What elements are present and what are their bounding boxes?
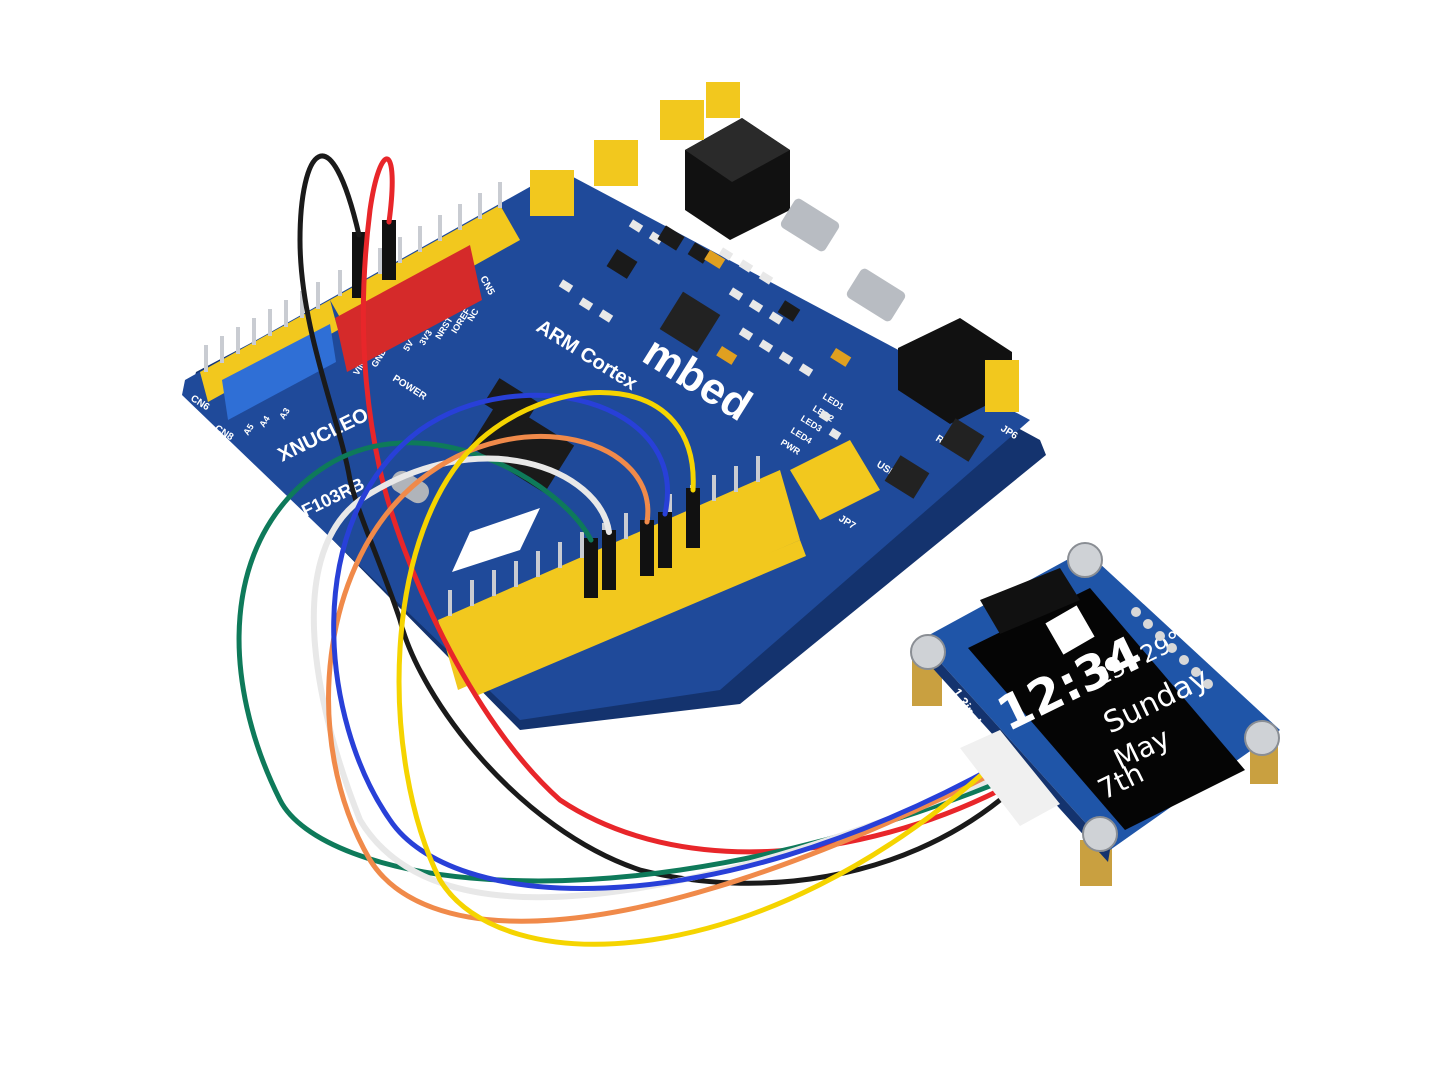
jumpers-top [530,82,740,216]
ws-logo-icon [1045,605,1095,655]
screw-4 [1082,816,1118,852]
header-cn7 [438,456,806,696]
smd-components [558,219,842,441]
wire-yellow [396,390,1003,947]
jumper-1 [530,170,574,216]
screw-1 [910,634,946,670]
mcu-chip-small [659,291,721,353]
wire-red [360,156,1003,855]
jtag-header [898,318,1012,424]
user-button [884,455,930,499]
st-logo [452,508,540,572]
wire-orange [326,434,1003,924]
jp2-label: JP2 [651,166,669,187]
reset-button [939,418,985,462]
screw-2 [1067,542,1103,578]
smd-dark-components [606,225,801,322]
jp7-jumpers [790,440,880,520]
dupont-connectors [352,220,700,598]
micro-usb-port-1 [780,198,840,252]
pin-pads [1131,607,1213,689]
tantalum-caps [704,249,852,367]
screw-3 [1244,720,1280,756]
micro-usb-port-2 [846,268,906,322]
jumper-3 [660,100,704,140]
dc-jack-top [685,118,790,182]
wire-green [236,440,1003,884]
oled-connector [960,730,1060,826]
chip-small-2 [483,378,539,428]
screen-ribbon [980,568,1080,634]
wire-blue [331,392,1003,891]
jumper-4 [706,82,740,118]
wire-bundle [236,153,1003,947]
header-left [200,282,338,420]
oled-screen [968,588,1245,830]
jp6-jumper [985,360,1019,412]
v5-label: 5V [401,338,415,353]
oled-module: 12:34 23~29°C Sunday May 7th 1.3inch OLE… [910,542,1280,886]
jumper-2 [594,140,638,186]
screws [910,542,1280,852]
sun-icon [1105,657,1119,671]
power-header [335,245,482,372]
